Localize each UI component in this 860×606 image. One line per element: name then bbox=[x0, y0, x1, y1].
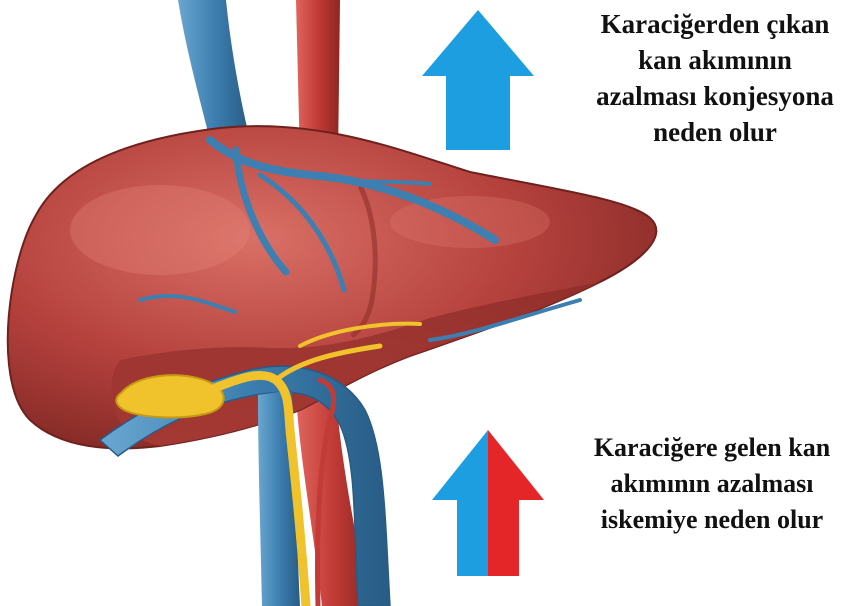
inflow-up-arrow-icon bbox=[432, 430, 544, 576]
inflow-caption-line: akımının azalması bbox=[566, 466, 858, 502]
outflow-caption-line: neden olur bbox=[572, 114, 858, 150]
outflow-caption: Karaciğerden çıkan kan akımının azalması… bbox=[572, 6, 858, 150]
outflow-caption-line: Karaciğerden çıkan bbox=[572, 6, 858, 42]
inflow-caption: Karaciğere gelen kan akımının azalması i… bbox=[566, 430, 858, 538]
outflow-up-arrow-icon bbox=[422, 10, 534, 150]
inflow-caption-line: iskemiye neden olur bbox=[566, 502, 858, 538]
outflow-caption-line: kan akımının bbox=[572, 42, 858, 78]
inflow-caption-line: Karaciğere gelen kan bbox=[566, 430, 858, 466]
outflow-caption-line: azalması konjesyona bbox=[572, 78, 858, 114]
